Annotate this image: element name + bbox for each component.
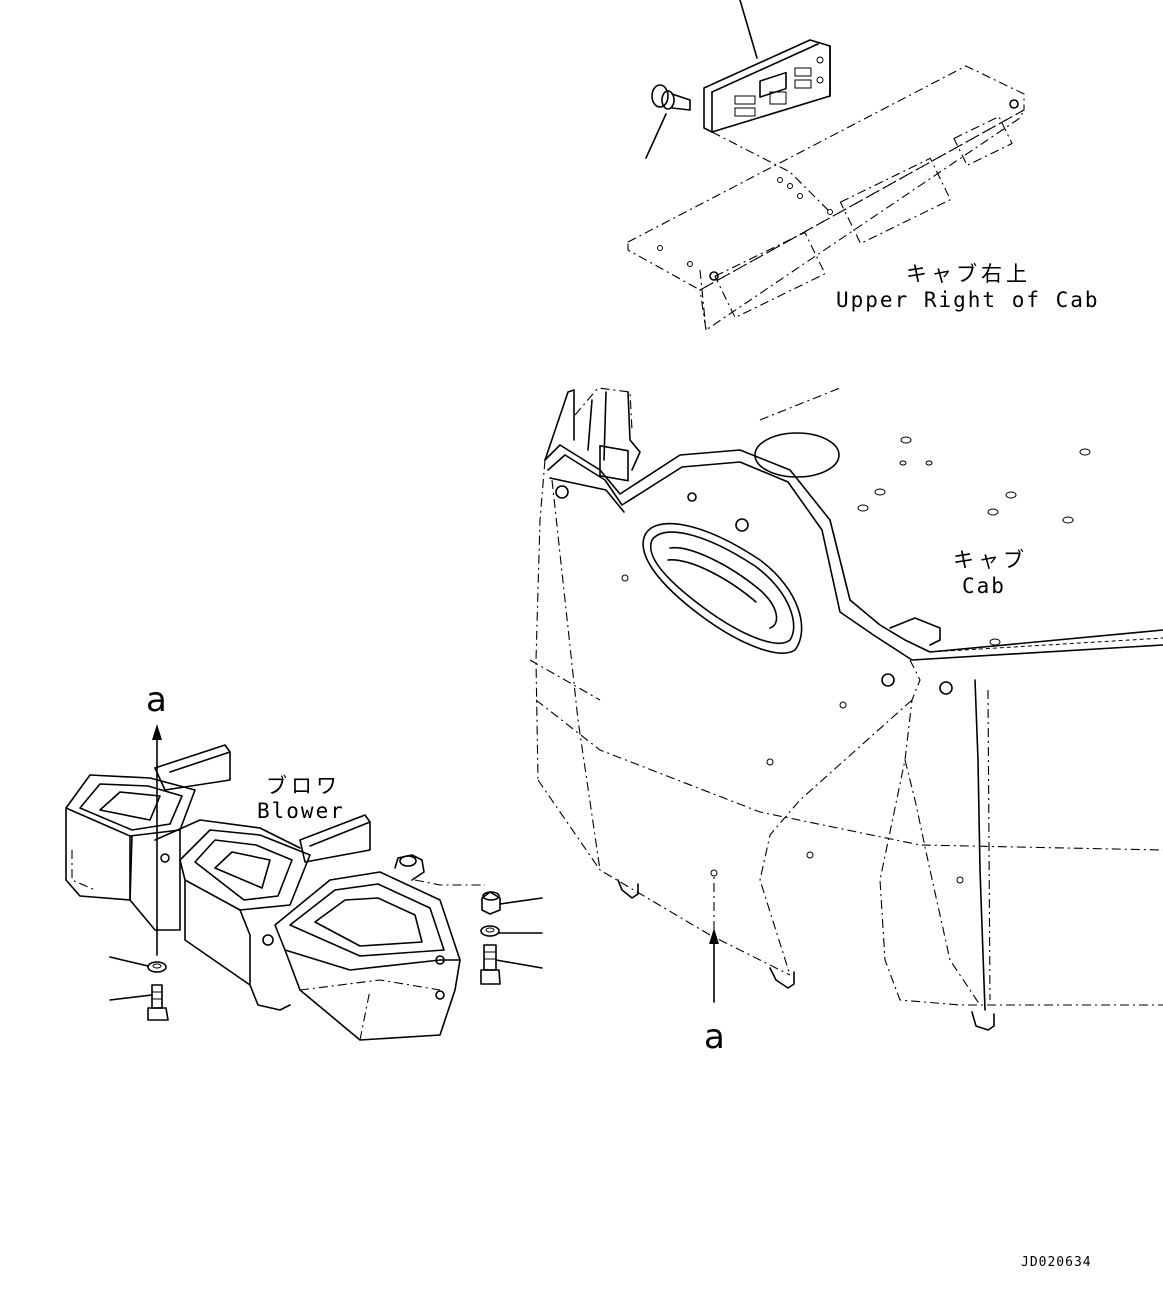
cab-label-en: Cab xyxy=(962,574,1006,598)
blower-label-jp: ブロワ xyxy=(266,774,341,798)
marker-a-top: a xyxy=(146,680,167,720)
blower-unit xyxy=(65,744,485,1041)
cab-arrow xyxy=(709,876,719,1003)
blower-label-en: Blower xyxy=(257,799,345,823)
cab-body xyxy=(529,387,1163,1031)
marker-a-bottom: a xyxy=(704,1017,725,1057)
blower-arrow xyxy=(152,724,162,956)
left-fasteners xyxy=(109,956,169,1021)
roof-holes xyxy=(857,436,1091,646)
cab-label-jp: キャブ xyxy=(953,548,1028,572)
vent-icon xyxy=(642,522,803,654)
drawing-code: JD020634 xyxy=(1021,1255,1092,1270)
upper-right-cab-label-en: Upper Right of Cab xyxy=(836,288,1100,312)
screw-icon xyxy=(645,84,691,159)
control-panel-assembly xyxy=(627,0,1026,331)
upper-right-cab-label-jp: キャブ右上 xyxy=(906,262,1031,286)
right-fasteners xyxy=(480,891,543,985)
